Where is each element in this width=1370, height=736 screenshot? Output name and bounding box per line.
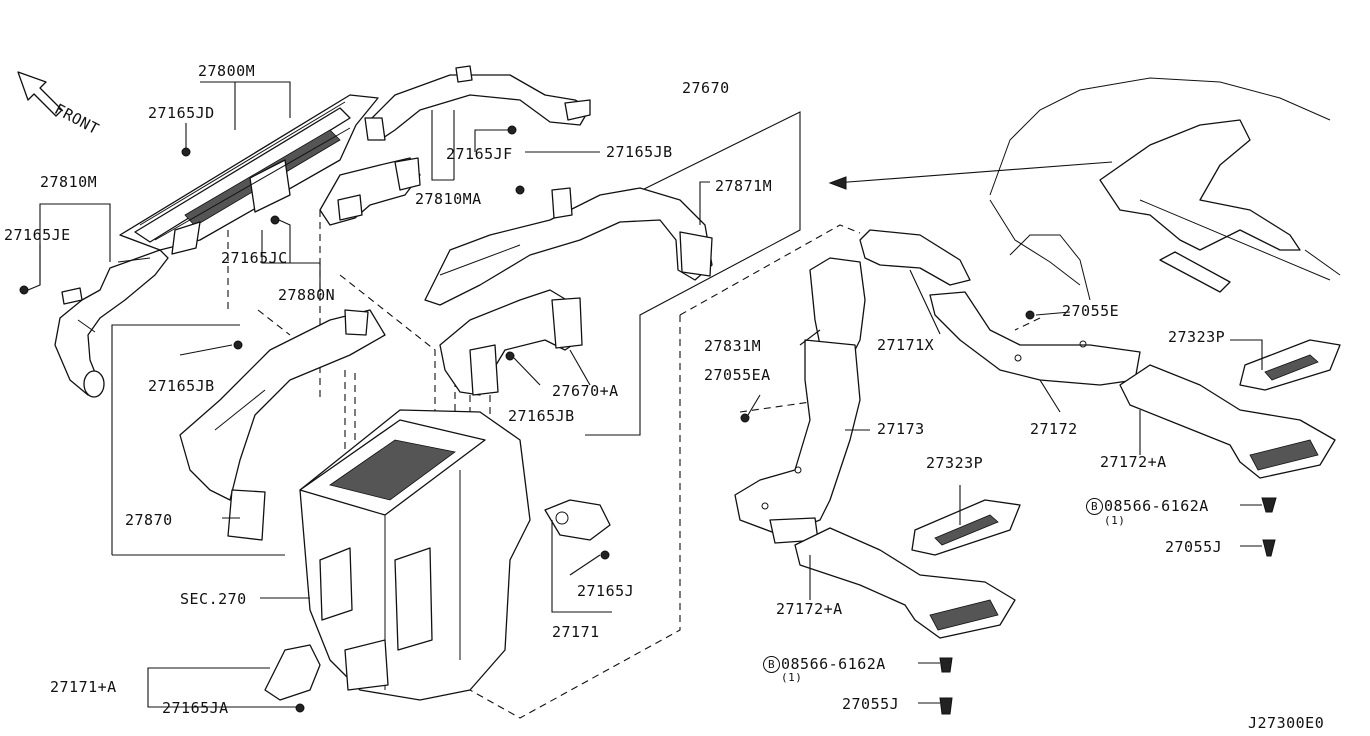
vehicle-outline (989, 77, 1341, 301)
arrow-head-icon (828, 176, 847, 190)
duct-27670A (439, 289, 583, 396)
duct-27870 (179, 309, 386, 541)
pad-27323P-right (1239, 339, 1341, 391)
label-27171X: 27171X (877, 336, 935, 354)
label-27171A: 27171+A (50, 678, 117, 696)
label-27165JB-left: 27165JB (148, 377, 215, 395)
label-27810M: 27810M (40, 173, 98, 191)
label-27165JB-top: 27165JB (606, 143, 673, 161)
label-27800M: 27800M (198, 62, 256, 80)
label-27165JE: 27165JE (4, 226, 71, 244)
label-27165JF: 27165JF (446, 145, 513, 163)
label-27670: 27670 (682, 79, 730, 97)
label-27165J: 27165J (577, 582, 635, 600)
label-27165JB-mid: 27165JB (508, 407, 575, 425)
duct-27171X (859, 229, 971, 286)
qty-right: (1) (1104, 514, 1126, 527)
label-sec270: SEC.270 (180, 590, 247, 608)
label-27323P-right: 27323P (1168, 328, 1226, 346)
label-27831M: 27831M (704, 337, 762, 355)
duct-27871M (424, 187, 713, 306)
duct-27810MA (364, 65, 591, 141)
pad-27323P-mid (911, 499, 1021, 556)
bolt-marker-icon: B (1086, 498, 1103, 515)
group-frame-27670 (469, 111, 801, 436)
label-27871M: 27871M (715, 177, 773, 195)
label-27055EA: 27055EA (704, 366, 771, 384)
duct-27172A-right (1119, 364, 1336, 479)
front-arrow-icon (17, 71, 63, 117)
label-27172: 27172 (1030, 420, 1078, 438)
duct-27880N (319, 157, 421, 226)
label-27880N: 27880N (278, 286, 336, 304)
label-27171: 27171 (552, 623, 600, 641)
label-27670A: 27670+A (552, 382, 619, 400)
label-27165JC: 27165JC (221, 249, 288, 267)
label-27870: 27870 (125, 511, 173, 529)
label-27165JD: 27165JD (148, 104, 215, 122)
screw-icons (19, 125, 1277, 715)
part-27171A (264, 644, 321, 701)
duct-27831M (734, 257, 866, 544)
bolt-marker-icon: B (763, 656, 780, 673)
label-27172A-mid: 27172+A (776, 600, 843, 618)
duct-27172A-mid (794, 527, 1016, 639)
label-27055J-bottom: 27055J (842, 695, 900, 713)
part-27171 (544, 499, 611, 541)
label-27055E: 27055E (1062, 302, 1120, 320)
label-27165JA: 27165JA (162, 699, 229, 717)
heater-unit-sec270 (299, 409, 531, 701)
label-27323P-mid: 27323P (926, 454, 984, 472)
qty-bottom: (1) (781, 671, 803, 684)
diagram-code: J27300E0 (1248, 714, 1325, 732)
label-27172A-right: 27172+A (1100, 453, 1167, 471)
group-frame-27870 (111, 324, 285, 556)
leader-lines (27, 81, 1263, 708)
duct-27810M (54, 249, 169, 398)
label-27055J-right: 27055J (1165, 538, 1223, 556)
center-duct-27800M (119, 94, 379, 255)
label-27173: 27173 (877, 420, 925, 438)
label-27810MA: 27810MA (415, 190, 482, 208)
vehicle-pointer (834, 161, 1113, 184)
